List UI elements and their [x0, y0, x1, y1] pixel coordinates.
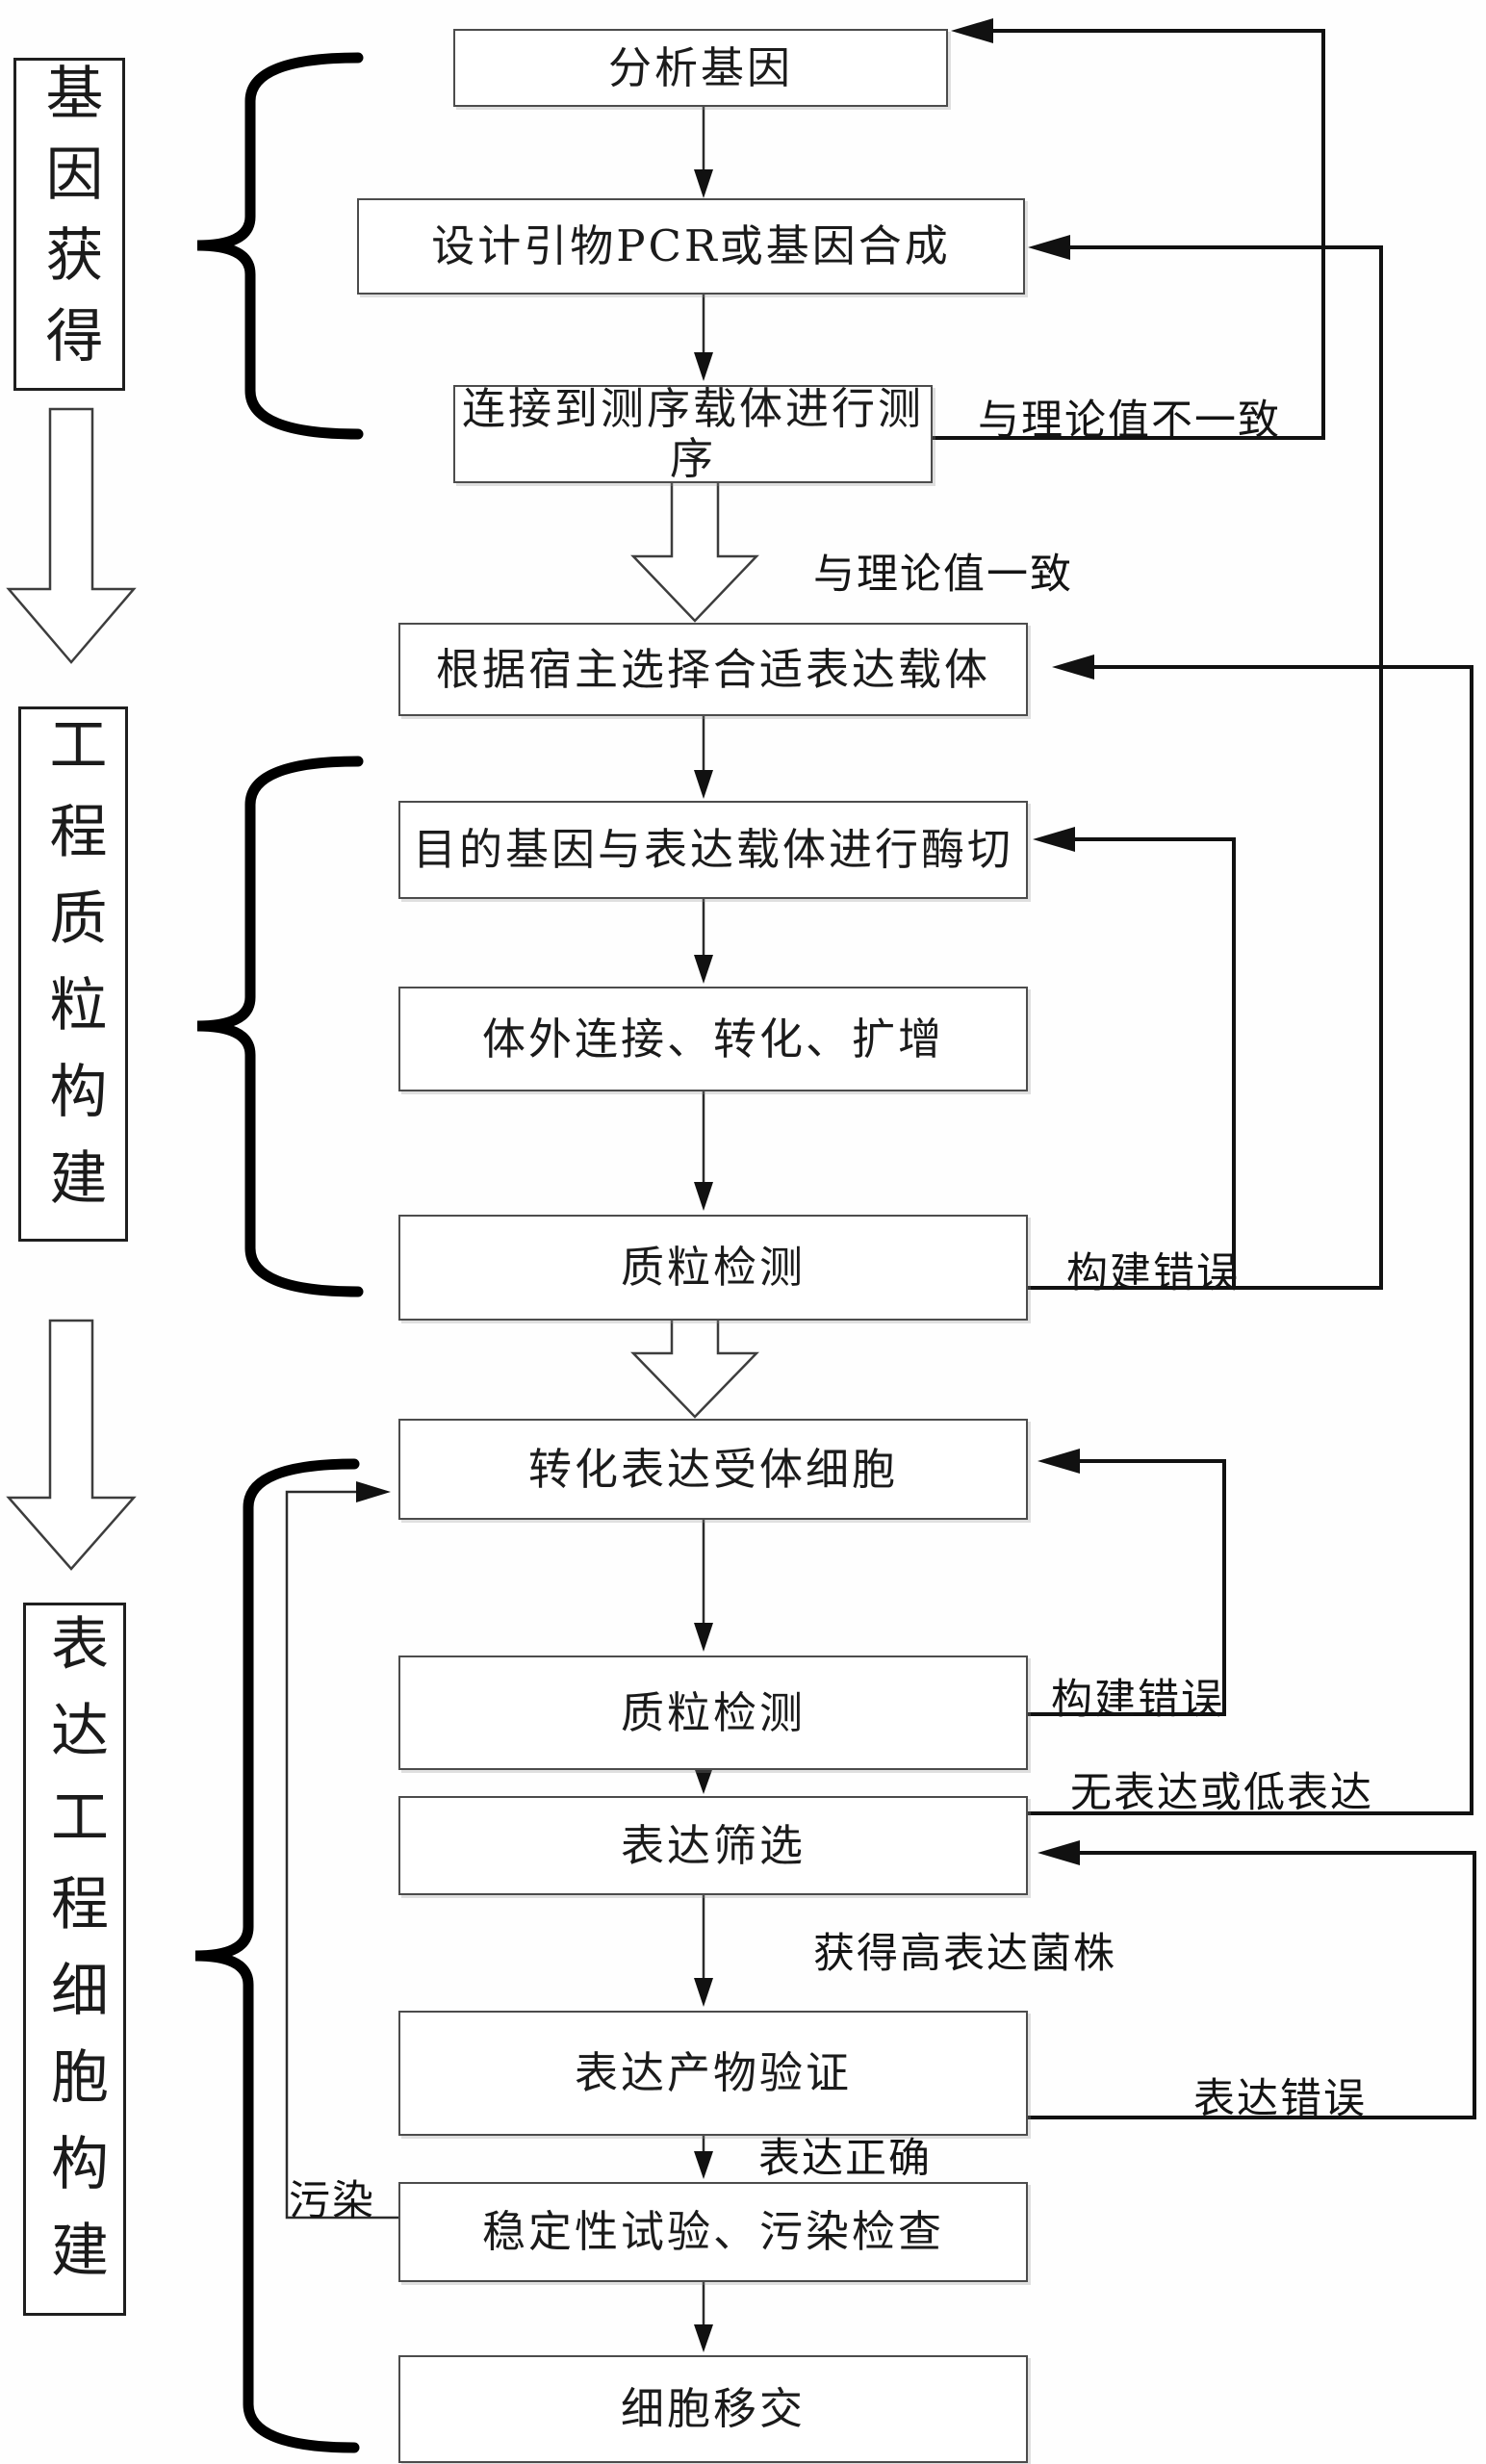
- edge-label-contamination: 污染: [289, 2177, 375, 2225]
- step-plasmid-check-1: 质粒检测: [398, 1215, 1028, 1321]
- edge-label-sequence-mismatch: 与理论值不一致: [978, 397, 1281, 445]
- feedback-no-expression-line: [1024, 665, 1473, 1815]
- flow-arrow-12-icon: [694, 2278, 713, 2352]
- stage-braces: [194, 52, 364, 2453]
- arrowhead-into-analyze-gene-icon: [951, 18, 993, 43]
- arrowhead-into-transform-icon: [1038, 1449, 1080, 1474]
- flow-arrow-9-icon: [694, 1766, 713, 1794]
- feedback-expression-error-line: [1024, 1851, 1476, 2119]
- step-enzyme-digest: 目的基因与表达载体进行酶切: [398, 801, 1028, 899]
- flow-arrow-1-icon: [694, 103, 713, 198]
- feedback-lines: [929, 29, 1476, 2119]
- flow-arrow-5-icon: [694, 895, 713, 984]
- edge-label-high-expression: 获得高表达菌株: [813, 1930, 1116, 1978]
- step-select-expression-vector: 根据宿主选择合适表达载体: [398, 623, 1028, 716]
- step-design-primers-pcr: 设计引物PCR或基因合成: [357, 198, 1025, 295]
- step-analyze-gene: 分析基因: [453, 29, 948, 107]
- feedback-construct-error-2-line: [1024, 1459, 1226, 1716]
- edge-label-no-expression: 无表达或低表达: [1070, 1769, 1373, 1817]
- flow-arrow-11-icon: [694, 2132, 713, 2179]
- stage-label-cell-line-construction: 表达工程细胞构建: [23, 1603, 126, 2316]
- edge-label-construct-error-2: 构建错误: [1051, 1676, 1224, 1724]
- step-plasmid-check-2: 质粒检测: [398, 1656, 1028, 1770]
- brace-plasmid-construction-icon: [196, 756, 364, 1297]
- step-product-verification: 表达产物验证: [398, 2011, 1028, 2136]
- edge-label-expression-correct: 表达正确: [758, 2135, 932, 2183]
- edge-label-expression-error: 表达错误: [1193, 2075, 1367, 2123]
- brace-cell-line-construction-icon: [194, 1458, 360, 2453]
- stage-label-plasmid-construction: 工程质粒构建: [18, 706, 128, 1242]
- flow-arrow-to-transform-hollow-icon: [630, 1315, 759, 1419]
- flow-arrow-2-icon: [694, 291, 713, 381]
- flow-arrow-match-hollow-icon: [630, 477, 759, 623]
- step-cell-handover: 细胞移交: [398, 2355, 1028, 2463]
- flow-arrow-10-icon: [694, 1891, 713, 2007]
- stage-arrow-1-icon: [6, 407, 137, 664]
- arrowhead-into-select-vector-icon: [1052, 654, 1094, 680]
- hollow-flow-arrows: [630, 477, 759, 1419]
- flow-arrow-8-icon: [694, 1516, 713, 1652]
- arrowhead-into-design-primers-icon: [1028, 235, 1070, 260]
- feedback-sequence-mismatch-line: [929, 29, 1325, 440]
- step-expression-screen: 表达筛选: [398, 1796, 1028, 1895]
- step-stability-contamination-check: 稳定性试验、污染检查: [398, 2182, 1028, 2282]
- step-ligate-transform-amplify: 体外连接、转化、扩增: [398, 987, 1028, 1091]
- feedback-arrowheads: [951, 18, 1094, 1865]
- feedback-contamination-line: [285, 1490, 398, 2220]
- feedback-contamination: [285, 1481, 398, 2220]
- edge-label-construct-error-1: 构建错误: [1066, 1249, 1240, 1297]
- brace-gene-acquisition-icon: [196, 52, 364, 440]
- flow-arrow-6-icon: [694, 1088, 713, 1211]
- stage-arrow-2-icon: [6, 1319, 137, 1571]
- arrowhead-into-digest-icon: [1033, 827, 1075, 852]
- edge-label-sequence-match: 与理论值一致: [813, 551, 1073, 599]
- flow-arrow-4-icon: [694, 712, 713, 799]
- step-transform-recipient-cells: 转化表达受体细胞: [398, 1419, 1028, 1520]
- stage-label-gene-acquisition: 基因获得: [13, 58, 125, 391]
- feedback-construct-error-line: [1024, 245, 1383, 1290]
- stage-arrows: [6, 407, 137, 1571]
- arrowhead-contamination-icon: [356, 1481, 391, 1502]
- step-sequencing: 连接到测序载体进行测序: [453, 384, 933, 483]
- arrowhead-into-expression-screen-icon: [1038, 1840, 1080, 1865]
- feedback-construct-error-branch-line: [1044, 837, 1236, 1288]
